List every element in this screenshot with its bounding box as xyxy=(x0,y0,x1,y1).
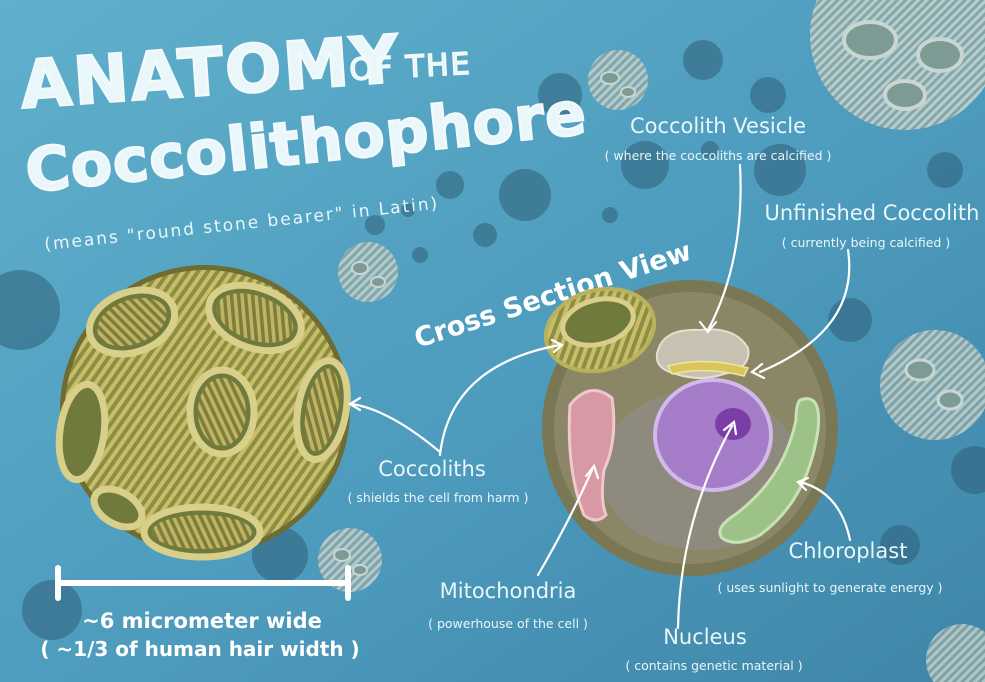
background-coccolithophore-right xyxy=(880,330,985,440)
scale-note: ( ~1/3 of human hair width ) xyxy=(40,637,359,661)
chloroplast-name: Chloroplast xyxy=(789,539,908,563)
nucleus-name: Nucleus xyxy=(663,625,747,649)
coccolith-vesicle-name: Coccolith Vesicle xyxy=(630,114,806,138)
nucleus-desc: ( contains genetic material ) xyxy=(625,658,802,673)
chloroplast-desc: ( uses sunlight to generate energy ) xyxy=(717,580,942,595)
nucleus xyxy=(655,380,771,490)
coccolith-vesicle-desc: ( where the coccoliths are calcified ) xyxy=(605,148,832,163)
background-coccolithophore-small-mid xyxy=(338,242,398,302)
coccoliths-desc: ( shields the cell from harm ) xyxy=(348,490,529,505)
mitochondria-desc: ( powerhouse of the cell ) xyxy=(428,616,588,631)
coccoliths-name: Coccoliths xyxy=(378,457,486,481)
unfinished-coccolith-desc: ( currently being calcified ) xyxy=(782,235,950,250)
scale-label: ~6 micrometer wide xyxy=(82,609,322,633)
title-of-the: OF THE xyxy=(349,47,473,88)
background-coccolithophore-small-top xyxy=(588,50,648,110)
mitochondria-name: Mitochondria xyxy=(440,579,577,603)
unfinished-coccolith-name: Unfinished Coccolith xyxy=(765,201,980,225)
